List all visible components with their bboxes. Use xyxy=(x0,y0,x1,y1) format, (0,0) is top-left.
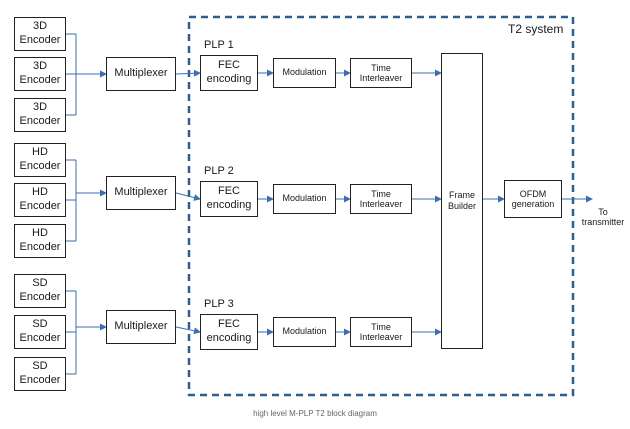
modulation-1: Modulation xyxy=(273,58,336,88)
fec-encoding-3: FEC encoding xyxy=(200,314,258,350)
frame-builder: Frame Builder xyxy=(441,53,483,349)
multiplexer-1: Multiplexer xyxy=(106,57,176,91)
mux-to-fec-3 xyxy=(175,326,201,335)
time-interleaver-3: Time Interleaver xyxy=(350,317,412,347)
mux-to-fec-2 xyxy=(175,192,201,201)
encoder-3d-1: 3D Encoder xyxy=(14,17,66,51)
time-interleaver-1: Time Interleaver xyxy=(350,58,412,88)
fec-encoding-1: FEC encoding xyxy=(200,55,258,91)
encoder-hd-1: HD Encoder xyxy=(14,143,66,177)
t2-system-boundary xyxy=(187,15,575,397)
encoder-sd-1: SD Encoder xyxy=(14,274,66,308)
plp-2-label: PLP 2 xyxy=(204,165,234,177)
encoder-sd-2: SD Encoder xyxy=(14,315,66,349)
diagram-caption: high level M-PLP T2 block diagram xyxy=(253,409,377,418)
mux-to-fec-1 xyxy=(175,69,201,77)
plp-3-label: PLP 3 xyxy=(204,298,234,310)
modulation-2: Modulation xyxy=(273,184,336,214)
ofdm-generation: OFDM generation xyxy=(504,180,562,218)
multiplexer-2: Multiplexer xyxy=(106,176,176,210)
encoder-3d-2: 3D Encoder xyxy=(14,57,66,91)
fec-encoding-2: FEC encoding xyxy=(200,181,258,217)
to-transmitter-label: To transmitter xyxy=(581,207,625,227)
plp-1-label: PLP 1 xyxy=(204,39,234,51)
encoder-sd-3: SD Encoder xyxy=(14,357,66,391)
encoder-3d-3: 3D Encoder xyxy=(14,98,66,132)
t2-system-label: T2 system xyxy=(508,22,564,36)
encoder-hd-3: HD Encoder xyxy=(14,224,66,258)
time-interleaver-2: Time Interleaver xyxy=(350,184,412,214)
encoder-hd-2: HD Encoder xyxy=(14,183,66,217)
multiplexer-3: Multiplexer xyxy=(106,310,176,344)
modulation-3: Modulation xyxy=(273,317,336,347)
